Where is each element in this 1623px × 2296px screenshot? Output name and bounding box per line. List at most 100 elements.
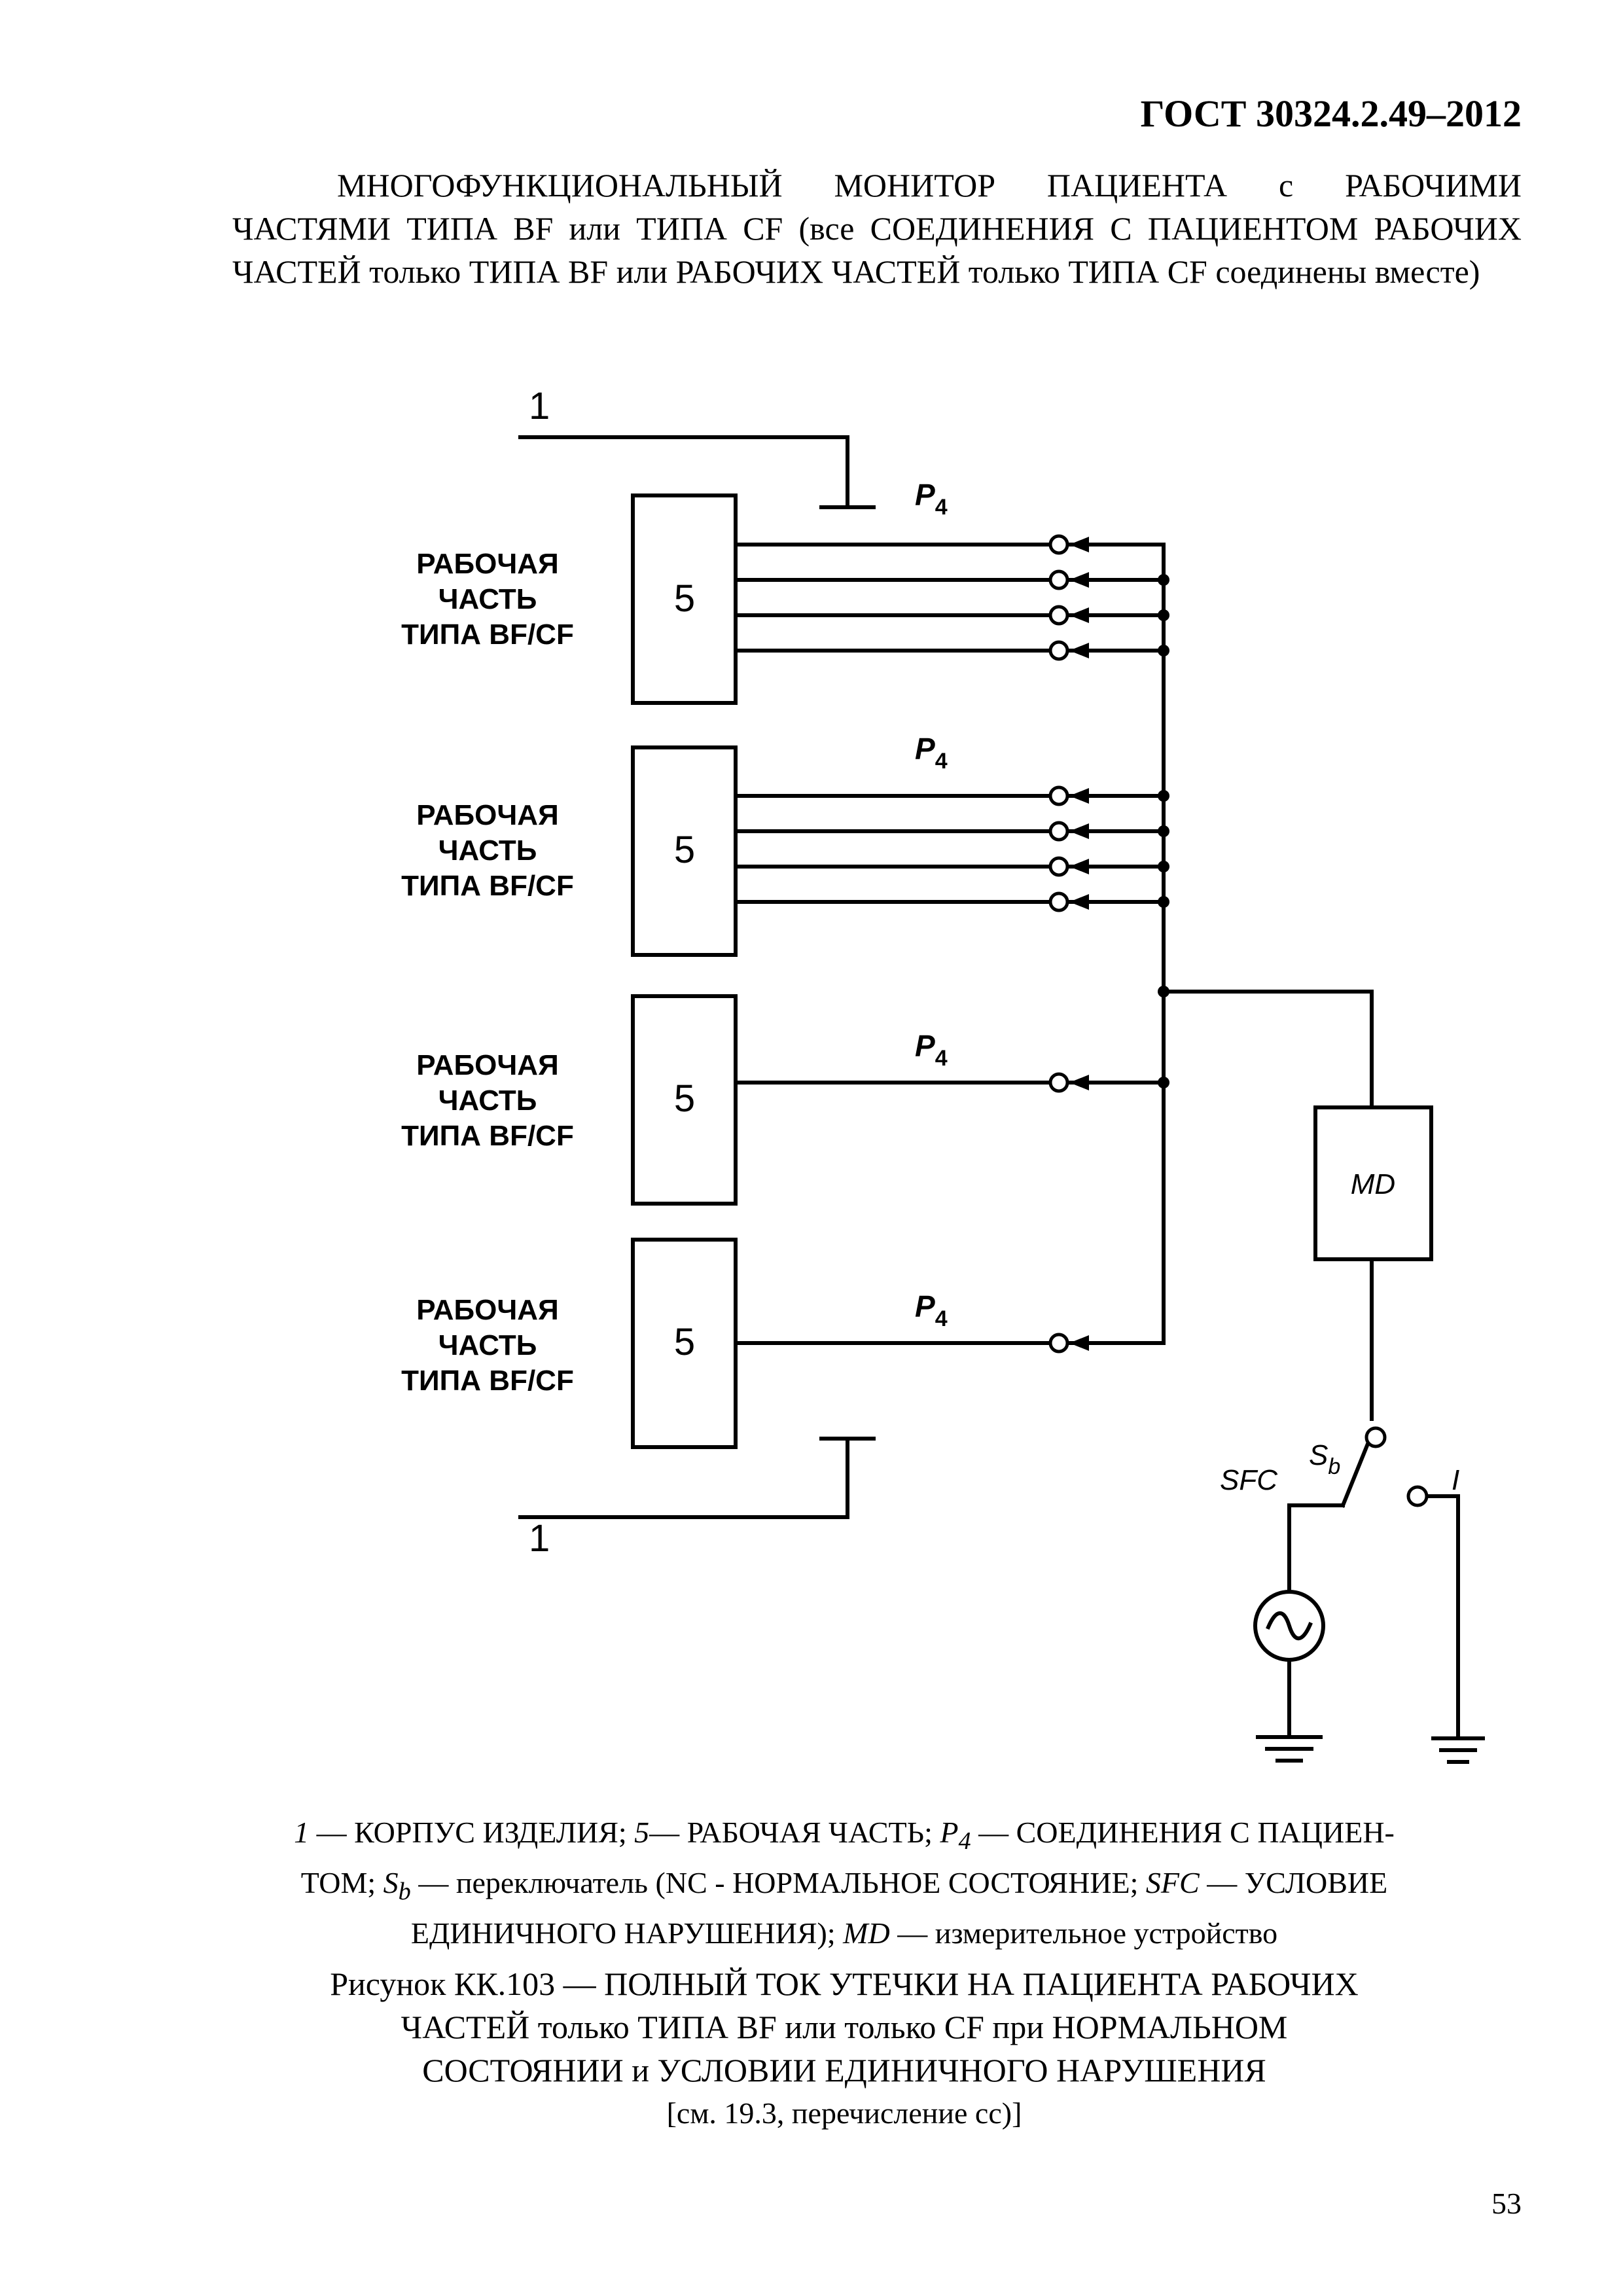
patient-connection-label: P4 (915, 1289, 948, 1331)
junction-dot (1158, 825, 1169, 837)
heading-word: ПАЦИЕНТОМ (1147, 210, 1359, 247)
heading-word: РАБОЧИХ (1374, 210, 1522, 247)
arrowhead (1069, 607, 1089, 623)
junction-dot (1158, 609, 1169, 621)
terminal-circle (1048, 821, 1069, 842)
applied-part-label: ЧАСТЬ (438, 1085, 537, 1117)
junction-dot (1158, 861, 1169, 872)
enclosure-top-line (518, 435, 849, 509)
applied-part-label: РАБОЧАЯ (416, 1294, 558, 1326)
terminal-circle (1048, 605, 1069, 626)
heading-word: ЧАСТЯМИ (232, 210, 391, 247)
patient-connection-label: P4 (915, 1029, 948, 1071)
heading-word: МНОГОФУНКЦИОНАЛЬНЫЙ (337, 167, 783, 204)
switch-label: Sb (1309, 1439, 1340, 1479)
page-number: 53 (1491, 2187, 1522, 2220)
applied-part-label: ТИПА BF/CF (401, 870, 574, 902)
arrowhead (1069, 572, 1089, 588)
junction-dot (1158, 790, 1169, 802)
junction-dot (1158, 1077, 1169, 1088)
patient-connection-label: P4 (915, 478, 948, 520)
applied-part-label: РАБОЧАЯ (416, 548, 558, 580)
figure-caption: Рисунок КК.103 — ПОЛНЫЙ ТОК УТЕЧКИ НА ПА… (216, 1962, 1472, 2135)
switch-pivot (1364, 1426, 1387, 1448)
arrowhead (1069, 859, 1089, 874)
sfc-label: SFC (1220, 1464, 1278, 1496)
applied-part-label: ТИПА BF/CF (401, 619, 574, 651)
enclosure-label: 1 (529, 1517, 550, 1560)
arrowhead (1069, 1075, 1089, 1090)
heading-word: МОНИТОР (834, 167, 996, 204)
caption-reference: [см. 19.3, перечисление cc)] (666, 2096, 1022, 2130)
junction-dot (1158, 896, 1169, 908)
heading-word: (все (798, 210, 855, 247)
junction-dot (1158, 986, 1169, 997)
heading-line-1: МНОГОФУНКЦИОНАЛЬНЫЙ МОНИТОР ПАЦИЕНТА с РАБОЧ… (232, 164, 1522, 207)
heading-word: ТИПА (406, 210, 498, 247)
heading-word: BF (513, 210, 554, 247)
normal-wire (1425, 1494, 1460, 1740)
arrowhead (1069, 643, 1089, 658)
switch-blade (1340, 1438, 1372, 1508)
terminal-circle (1048, 534, 1069, 555)
terminal-circle (1048, 785, 1069, 806)
applied-part-box (631, 493, 738, 705)
arrowhead (1069, 894, 1089, 910)
junction-dot (1158, 645, 1169, 656)
applied-part-label: РАБОЧАЯ (416, 799, 558, 831)
heading-word: ПАЦИЕНТА (1046, 167, 1228, 204)
ac-source-wave (1266, 1611, 1313, 1641)
arrowhead (1069, 537, 1089, 552)
figure-legend: 1 — КОРПУС ИЗДЕЛИЯ; 5— РАБОЧАЯ ЧАСТЬ; P4… (216, 1812, 1472, 1954)
measuring-device-label: MD (1351, 1168, 1395, 1200)
legend-line-3: ЕДИНИЧНОГО НАРУШЕНИЯ); MD — измерительно… (410, 1916, 1278, 1950)
heading-word: ТИПА (636, 210, 728, 247)
legend-line-1: 1 — КОРПУС ИЗДЕЛИЯ; 5— РАБОЧАЯ ЧАСТЬ; P4… (294, 1816, 1395, 1856)
applied-part-label: ЧАСТЬ (438, 1329, 537, 1361)
applied-part-box (631, 745, 738, 957)
applied-part-number: 5 (674, 1321, 695, 1363)
leakage-current-diagram: 1 1 5 5 5 5 РАБОЧАЯ ЧАСТЬ ТИПА BF/CF РАБ… (401, 385, 1485, 1764)
heading-word: или (569, 210, 621, 247)
heading-line-2: ЧАСТЯМИ ТИПА BF или ТИПА CF (все СОЕДИНЕНИЯ С ПАЦ… (232, 207, 1522, 250)
sfc-wire (1287, 1503, 1345, 1591)
applied-part-number: 5 (674, 1077, 695, 1120)
caption-line: СОСТОЯНИИ и УСЛОВИИ ЕДИНИЧНОГО НАРУШЕНИЯ (422, 2052, 1266, 2089)
heading-word: РАБОЧИМИ (1345, 167, 1522, 204)
junction-dot (1158, 574, 1169, 586)
standard-code: ГОСТ 30324.2.49–2012 (1140, 92, 1522, 135)
applied-part-box (631, 994, 738, 1206)
arrowhead (1069, 1335, 1089, 1351)
normal-condition-label: I (1452, 1464, 1459, 1496)
applied-part-number: 5 (674, 829, 695, 871)
arrowhead (1069, 788, 1089, 804)
patient-connection-label: P4 (915, 732, 948, 774)
terminal-circle (1048, 891, 1069, 912)
switch-contact-normal (1406, 1485, 1429, 1507)
applied-part-label: ЧАСТЬ (438, 834, 537, 867)
arrowhead (1069, 823, 1089, 839)
applied-part-label: ЧАСТЬ (438, 583, 537, 615)
legend-line-2: ТОМ; Sb — переключатель (NC - НОРМАЛЬНОЕ… (300, 1866, 1388, 1906)
enclosure-bottom-line (518, 1437, 849, 1519)
caption-line: ЧАСТЕЙ только ТИПА BF или только CF при … (401, 2009, 1288, 2045)
applied-part-label: ТИПА BF/CF (401, 1120, 574, 1152)
heading-word: С (1110, 210, 1132, 247)
heading-word: СОЕДИНЕНИЯ (870, 210, 1095, 247)
caption-line: Рисунок КК.103 — ПОЛНЫЙ ТОК УТЕЧКИ НА ПА… (330, 1965, 1359, 2002)
bus-to-md-wire (1162, 990, 1374, 1109)
terminal-circle (1048, 1333, 1069, 1354)
terminal-circle (1048, 569, 1069, 590)
applied-part-label: ТИПА BF/CF (401, 1365, 574, 1397)
enclosure-label: 1 (529, 385, 550, 427)
heading-word: CF (743, 210, 783, 247)
applied-part-number: 5 (674, 577, 695, 620)
applied-part-label: РАБОЧАЯ (416, 1049, 558, 1081)
heading-word: с (1279, 167, 1294, 204)
heading-line-3: ЧАСТЕЙ только ТИПА BF или РАБОЧИХ ЧАСТЕЙ… (232, 253, 1480, 290)
terminal-circle (1048, 856, 1069, 877)
terminal-circle (1048, 1072, 1069, 1093)
terminal-circle (1048, 640, 1069, 661)
